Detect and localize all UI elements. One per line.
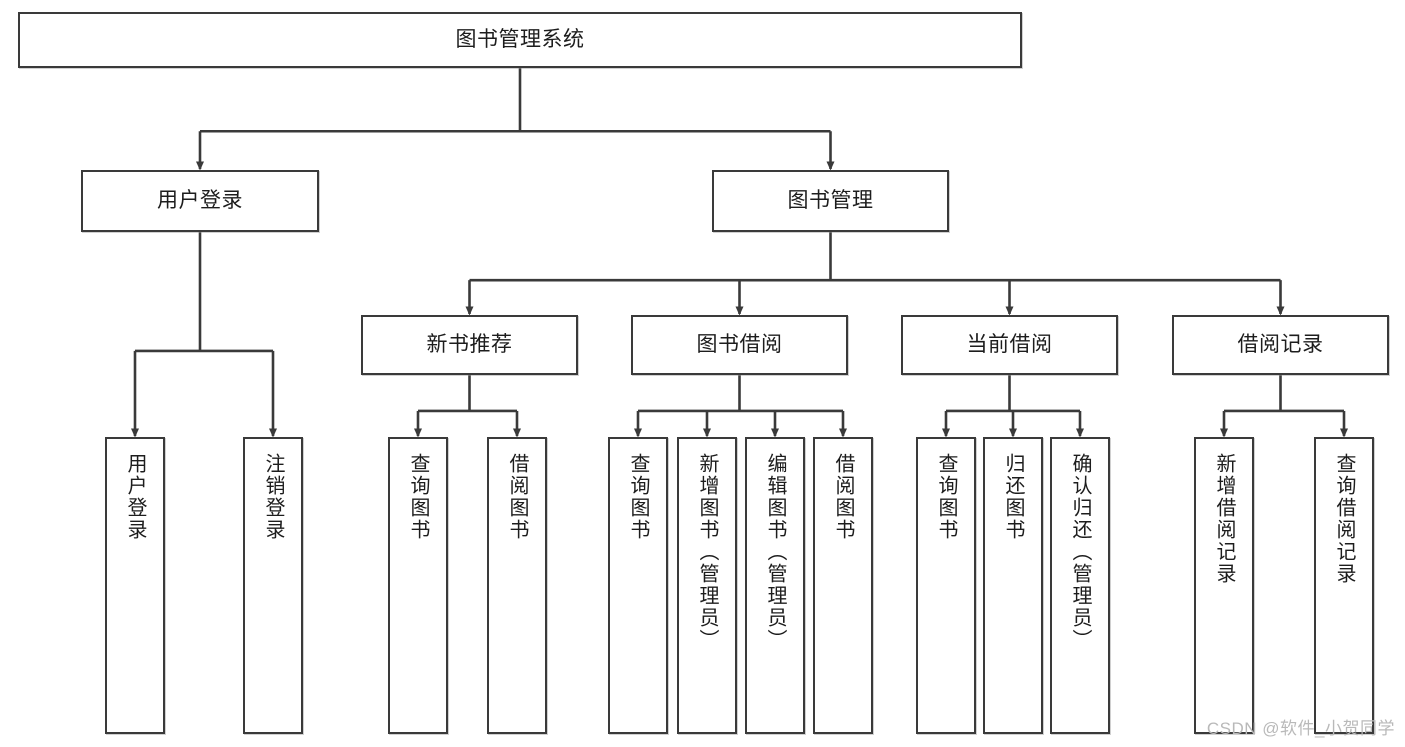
node-borrow-record[interactable]: 借阅记录 bbox=[1172, 315, 1389, 375]
node-leaf-add-record[interactable]: 新增借阅记录 bbox=[1194, 437, 1254, 734]
node-label-new-book-rec: 新书推荐 bbox=[426, 333, 513, 357]
node-new-book-rec[interactable]: 新书推荐 bbox=[361, 315, 578, 375]
node-label-user-login: 用户登录 bbox=[157, 189, 243, 213]
node-label-leaf-edit-book: 编辑图书（管理员） bbox=[764, 453, 786, 651]
node-leaf-user-logout[interactable]: 注销登录 bbox=[243, 437, 303, 734]
node-label-root: 图书管理系统 bbox=[455, 28, 585, 52]
node-user-login[interactable]: 用户登录 bbox=[81, 170, 319, 232]
node-label-leaf-return-book: 归还图书 bbox=[1002, 453, 1024, 541]
node-leaf-borrow-book-rec[interactable]: 借阅图书 bbox=[487, 437, 547, 734]
node-label-book-manage: 图书管理 bbox=[787, 189, 874, 213]
node-leaf-borrow-book[interactable]: 借阅图书 bbox=[813, 437, 873, 734]
node-leaf-return-book[interactable]: 归还图书 bbox=[983, 437, 1043, 734]
node-leaf-query-book-borrow[interactable]: 查询图书 bbox=[608, 437, 668, 734]
node-label-book-borrow: 图书借阅 bbox=[696, 333, 783, 357]
node-label-leaf-borrow-book: 借阅图书 bbox=[832, 453, 854, 541]
node-leaf-query-book-rec[interactable]: 查询图书 bbox=[388, 437, 448, 734]
node-label-leaf-query-book-current: 查询图书 bbox=[935, 453, 957, 541]
node-book-manage[interactable]: 图书管理 bbox=[712, 170, 949, 232]
node-root[interactable]: 图书管理系统 bbox=[18, 12, 1022, 68]
node-label-leaf-confirm-return: 确认归还（管理员） bbox=[1069, 453, 1091, 651]
node-label-borrow-record: 借阅记录 bbox=[1237, 333, 1324, 357]
node-leaf-query-book-current[interactable]: 查询图书 bbox=[916, 437, 976, 734]
node-label-leaf-borrow-book-rec: 借阅图书 bbox=[506, 453, 528, 541]
node-label-leaf-query-book-rec: 查询图书 bbox=[407, 453, 429, 541]
node-leaf-add-book[interactable]: 新增图书（管理员） bbox=[677, 437, 737, 734]
node-label-current-borrow: 当前借阅 bbox=[966, 333, 1053, 357]
node-leaf-confirm-return[interactable]: 确认归还（管理员） bbox=[1050, 437, 1110, 734]
node-label-leaf-add-book: 新增图书（管理员） bbox=[696, 453, 718, 651]
node-label-leaf-add-record: 新增借阅记录 bbox=[1213, 453, 1235, 585]
watermark-text: CSDN @软件_小贺同学 bbox=[1206, 719, 1395, 738]
node-leaf-user-login[interactable]: 用户登录 bbox=[105, 437, 165, 734]
node-leaf-edit-book[interactable]: 编辑图书（管理员） bbox=[745, 437, 805, 734]
node-current-borrow[interactable]: 当前借阅 bbox=[901, 315, 1118, 375]
node-label-leaf-query-book-borrow: 查询图书 bbox=[627, 453, 649, 541]
node-leaf-query-record[interactable]: 查询借阅记录 bbox=[1314, 437, 1374, 734]
node-label-leaf-query-record: 查询借阅记录 bbox=[1333, 453, 1355, 585]
node-label-leaf-user-logout: 注销登录 bbox=[262, 453, 284, 541]
node-book-borrow[interactable]: 图书借阅 bbox=[631, 315, 848, 375]
node-label-leaf-user-login: 用户登录 bbox=[124, 453, 146, 541]
